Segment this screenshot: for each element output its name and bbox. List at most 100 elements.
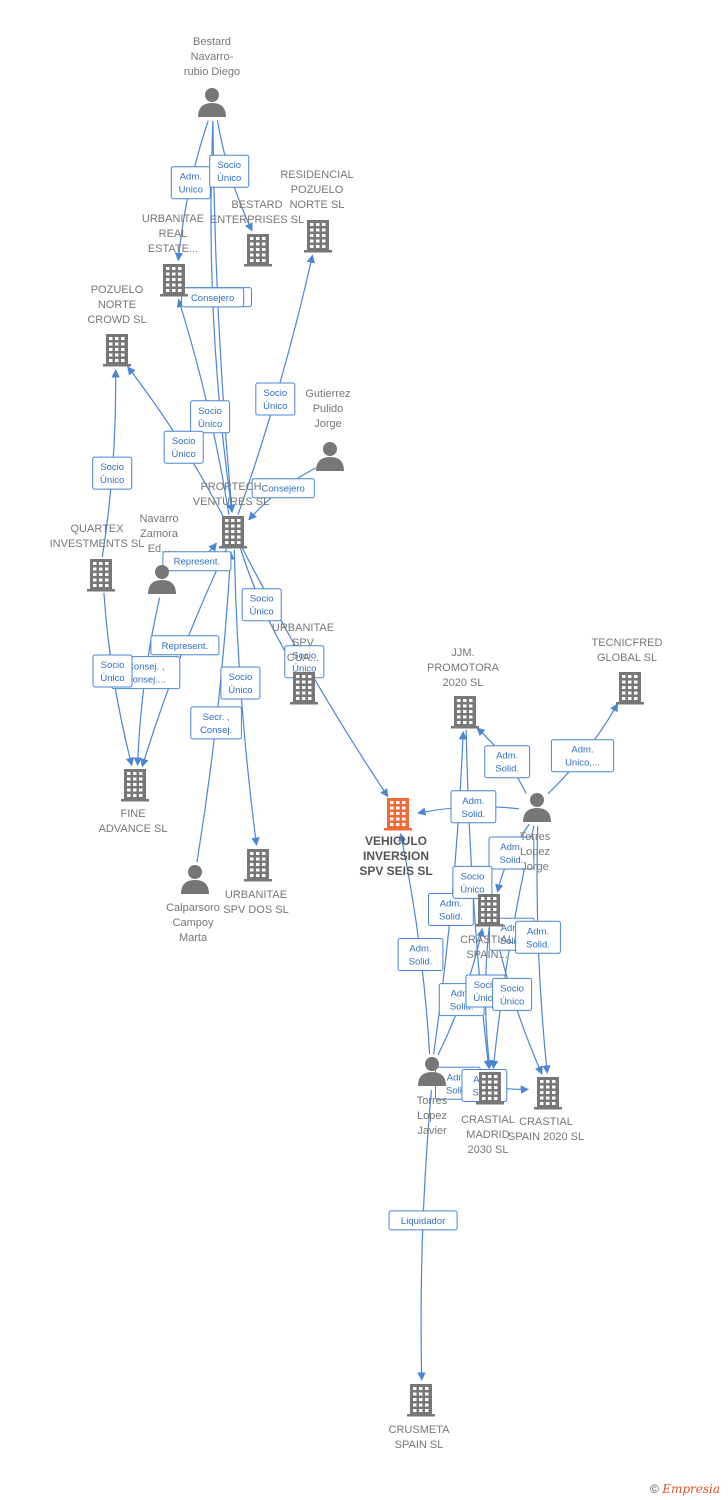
- building-window: [256, 242, 260, 246]
- building-window: [115, 353, 119, 357]
- node-label: BESTARD: [231, 199, 282, 211]
- building-window: [237, 524, 241, 528]
- relation-label[interactable]: Liquidador: [388, 1210, 458, 1231]
- relation-label[interactable]: Adm.Solid.: [450, 790, 497, 824]
- edges-layer: [101, 120, 619, 1381]
- node-urbanitae_cua[interactable]: URBANITAESPVCUA...: [272, 622, 334, 705]
- brand-logo[interactable]: Empresia: [662, 1482, 720, 1496]
- relation-label-text: Único: [250, 607, 274, 618]
- building-window: [493, 897, 497, 900]
- building-window: [250, 868, 254, 872]
- building-icon: [103, 334, 131, 367]
- building-window: [105, 567, 109, 571]
- node-label: FINE: [120, 808, 145, 820]
- node-label: URBANITAE: [142, 213, 204, 225]
- building-window: [121, 337, 125, 340]
- building-window: [296, 675, 300, 678]
- building-window: [250, 874, 254, 877]
- building-window: [488, 1075, 492, 1078]
- building-window: [628, 680, 632, 684]
- relation-label[interactable]: Adm.Solid.: [428, 893, 474, 926]
- relation-label-text: Adm.: [451, 989, 473, 1000]
- building-window: [316, 245, 320, 248]
- relation-label[interactable]: Represent.: [162, 551, 232, 572]
- building-window: [628, 686, 632, 689]
- node-label: VEHICULO: [365, 834, 427, 848]
- node-label: PROMOTORA: [427, 662, 500, 674]
- node-crusmeta[interactable]: CRUSMETA SPAIN SL: [389, 1384, 451, 1451]
- node-navarro[interactable]: NavarroZamoraEd...: [139, 513, 179, 594]
- building-window: [487, 913, 491, 917]
- node-label: CRUSMETA: [389, 1424, 451, 1436]
- node-label: SPAIN SL: [395, 1439, 444, 1451]
- relation-label-text: Solid.: [409, 957, 433, 968]
- relation-label-text: Adm.: [447, 1072, 469, 1083]
- relation-label[interactable]: Adm.Solid.: [515, 920, 561, 954]
- person-body: [316, 457, 344, 471]
- node-label: JJM.: [451, 647, 474, 659]
- building-window: [302, 680, 306, 684]
- node-crastial_spain[interactable]: CRASTIALSPAIN...: [460, 894, 514, 961]
- relation-label[interactable]: Secr. ,Consej.: [190, 706, 242, 740]
- node-label: CRASTIAL: [461, 1114, 515, 1126]
- building-window: [457, 721, 461, 724]
- building-window: [546, 1096, 550, 1100]
- building-window: [99, 567, 103, 571]
- relation-label-text: Adm.: [462, 796, 484, 807]
- relation-label[interactable]: Adm.Unico,...: [550, 739, 615, 773]
- relation-label[interactable]: Adm. Solid.: [397, 938, 444, 971]
- relation-label-text: Solid.: [439, 912, 463, 923]
- building-window: [457, 699, 461, 702]
- building-window: [469, 699, 473, 702]
- relation-label[interactable]: Adm.Solid.: [488, 836, 535, 870]
- node-label: URBANITAE: [225, 889, 287, 901]
- copyright-symbol: ©: [650, 1482, 659, 1496]
- relation-label-text: Adm.: [527, 926, 549, 937]
- building-window: [540, 1091, 544, 1094]
- building-base: [244, 264, 272, 267]
- relation-label-box: [92, 456, 133, 490]
- node-urbanitae_re[interactable]: URBANITAEREALESTATE...: [142, 213, 204, 297]
- building-window: [139, 772, 143, 775]
- relation-label[interactable]: Represent.: [150, 635, 220, 656]
- building-window: [487, 908, 491, 911]
- relation-label[interactable]: Adm.Solid.: [484, 745, 531, 779]
- footer-credit: © Empresia: [650, 1482, 720, 1496]
- building-window: [457, 704, 461, 708]
- building-window: [316, 223, 320, 226]
- building-window: [390, 823, 394, 826]
- relation-label[interactable]: Adm.Unico: [170, 166, 211, 200]
- relation-label[interactable]: Consejero: [181, 287, 245, 308]
- relation-label[interactable]: Consejero: [251, 478, 315, 499]
- building-window: [396, 812, 400, 815]
- relation-label-text: Adm.: [409, 944, 431, 955]
